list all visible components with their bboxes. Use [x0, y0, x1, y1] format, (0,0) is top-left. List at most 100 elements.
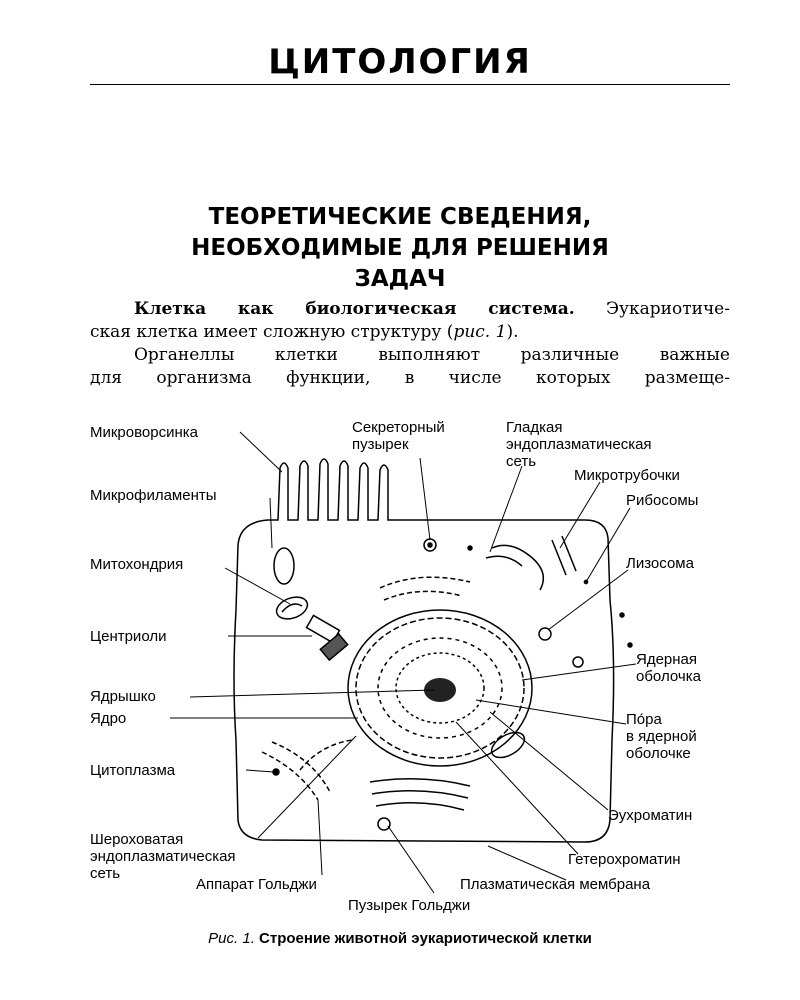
label-nucleus: Ядро — [90, 710, 126, 727]
rough-er — [271, 741, 331, 793]
text-line: ская клетка имеет сложную структуру (рис… — [90, 321, 730, 344]
text-line: Клетка как биологическая система. Эукари… — [90, 298, 730, 321]
nuclear-envelope-outer — [347, 609, 533, 767]
label-nucleolus: Ядрышко — [90, 688, 156, 705]
section-heading-line: НЕОБХОДИМЫЕ ДЛЯ РЕШЕНИЯ — [191, 235, 609, 261]
label-nuclear-pore: По́ра — [626, 711, 662, 728]
centriole — [305, 614, 341, 644]
label-golgi: Аппарат Гольджи — [196, 876, 317, 893]
leader-line — [387, 825, 435, 894]
label-plasma-membrane: Плазматическая мембрана — [460, 876, 651, 893]
text-line: Органеллы клетки выполняют различные важ… — [134, 345, 730, 365]
leader-line — [521, 663, 637, 681]
label-smooth-er: сеть — [506, 453, 536, 470]
leader-line — [189, 689, 435, 698]
figure-reference[interactable]: рис. 1 — [453, 322, 507, 342]
ribosome — [583, 579, 589, 585]
caption-text: Строение животной эукариотической клетки — [259, 930, 592, 947]
mitochondrion-crista — [281, 603, 303, 613]
paragraph-organelles: Органеллы клетки выполняют различные важ… — [90, 344, 730, 390]
mitochondrion — [490, 731, 526, 759]
caption-prefix: Рис. 1. — [208, 930, 255, 947]
leader-line — [487, 845, 567, 881]
secretory-vesicle — [423, 538, 437, 552]
leader-line — [455, 721, 579, 855]
leader-line — [269, 497, 273, 549]
label-nuclear-envelope: Ядерная — [636, 651, 697, 668]
text-run: ). — [506, 322, 519, 342]
rough-er — [299, 739, 353, 771]
leader-line — [475, 699, 627, 725]
lysosome — [538, 627, 552, 641]
secretory-vesicle-core — [427, 542, 433, 548]
figure-caption: Рис. 1. Строение животной эукариотическо… — [0, 930, 800, 947]
mitochondrion — [275, 596, 309, 620]
section-heading-line: ТЕОРЕТИЧЕСКИЕ СВЕДЕНИЯ, — [208, 204, 592, 230]
label-rough-er: Шероховатая — [90, 831, 183, 848]
label-secretory-vesicle: Секреторный — [352, 419, 445, 436]
leader-line — [547, 569, 629, 631]
label-ribosomes: Рибосомы — [626, 492, 698, 509]
microtubule — [551, 539, 567, 576]
label-cytoplasm: Цитоплазма — [90, 762, 176, 779]
mitochondrion — [273, 547, 295, 585]
leader-line — [245, 769, 275, 773]
leader-line — [489, 711, 609, 811]
label-euchromatin: Эухроматин — [608, 807, 692, 824]
nucleolus — [424, 678, 456, 702]
centriole — [319, 632, 349, 662]
golgi-cisterna — [369, 778, 471, 787]
label-golgi-vesicle: Пузырек Гольджи — [348, 897, 470, 914]
smooth-er — [491, 544, 545, 591]
label-microvillus: Микроворсинка — [90, 424, 199, 441]
plasma-membrane — [233, 458, 615, 843]
figure-labels: Микроворсинка Микрофиламенты Митохондрия… — [90, 419, 702, 914]
label-centrioles: Центриоли — [90, 628, 166, 645]
text-run: ская клетка имеет сложную структуру ( — [90, 322, 454, 342]
label-rough-er: эндоплазматическая — [90, 848, 236, 865]
rough-er — [383, 590, 463, 601]
microtubule — [561, 535, 577, 572]
label-nuclear-pore: в ядерной — [626, 728, 697, 745]
label-heterochromatin: Гетерохроматин — [568, 851, 681, 868]
label-nuclear-pore: оболочке — [626, 745, 691, 762]
leader-line — [224, 567, 291, 605]
paragraph-cell-system: Клетка как биологическая система. Эукари… — [90, 298, 730, 344]
section-heading: ТЕОРЕТИЧЕСКИЕ СВЕДЕНИЯ, НЕОБХОДИМЫЕ ДЛЯ … — [0, 202, 800, 295]
ribosome — [619, 612, 625, 618]
label-mitochondrion: Митохондрия — [90, 556, 183, 573]
euchromatin — [395, 652, 485, 724]
label-nuclear-envelope: оболочка — [636, 668, 702, 685]
ribosome — [467, 545, 473, 551]
golgi-cisterna — [375, 802, 465, 811]
leader-line — [489, 465, 523, 553]
section-heading-line: ЗАДАЧ — [354, 266, 446, 292]
nuclear-envelope-inner — [355, 617, 525, 759]
leader-line — [585, 507, 631, 583]
rough-er — [261, 751, 319, 801]
leader-line — [239, 431, 283, 473]
title-rule — [90, 84, 730, 85]
golgi-vesicle — [377, 817, 391, 831]
leader-line — [559, 481, 601, 549]
label-smooth-er: Гладкая — [506, 419, 562, 436]
leader-line — [419, 457, 431, 541]
text-line: для организма функции, в числе которых р… — [90, 368, 730, 388]
ribosome — [627, 642, 633, 648]
text-run: Эукариотиче- — [574, 299, 730, 319]
leader-lines — [170, 431, 637, 894]
bold-term: Клетка как биологическая система. — [134, 299, 575, 319]
label-smooth-er: эндоплазматическая — [506, 436, 652, 453]
cell-drawing — [233, 458, 633, 843]
golgi-cisterna — [371, 790, 469, 799]
lysosome — [572, 656, 584, 668]
label-secretory-vesicle: пузырек — [352, 436, 409, 453]
label-microfilaments: Микрофиламенты — [90, 487, 217, 504]
smooth-er — [485, 555, 523, 567]
body-text: Клетка как биологическая система. Эукари… — [90, 298, 730, 390]
label-lysosome: Лизосома — [626, 555, 695, 572]
leader-line — [257, 735, 357, 839]
label-microtubules: Микротрубочки — [574, 467, 680, 484]
leader-line — [317, 799, 323, 876]
label-rough-er: сеть — [90, 865, 120, 882]
